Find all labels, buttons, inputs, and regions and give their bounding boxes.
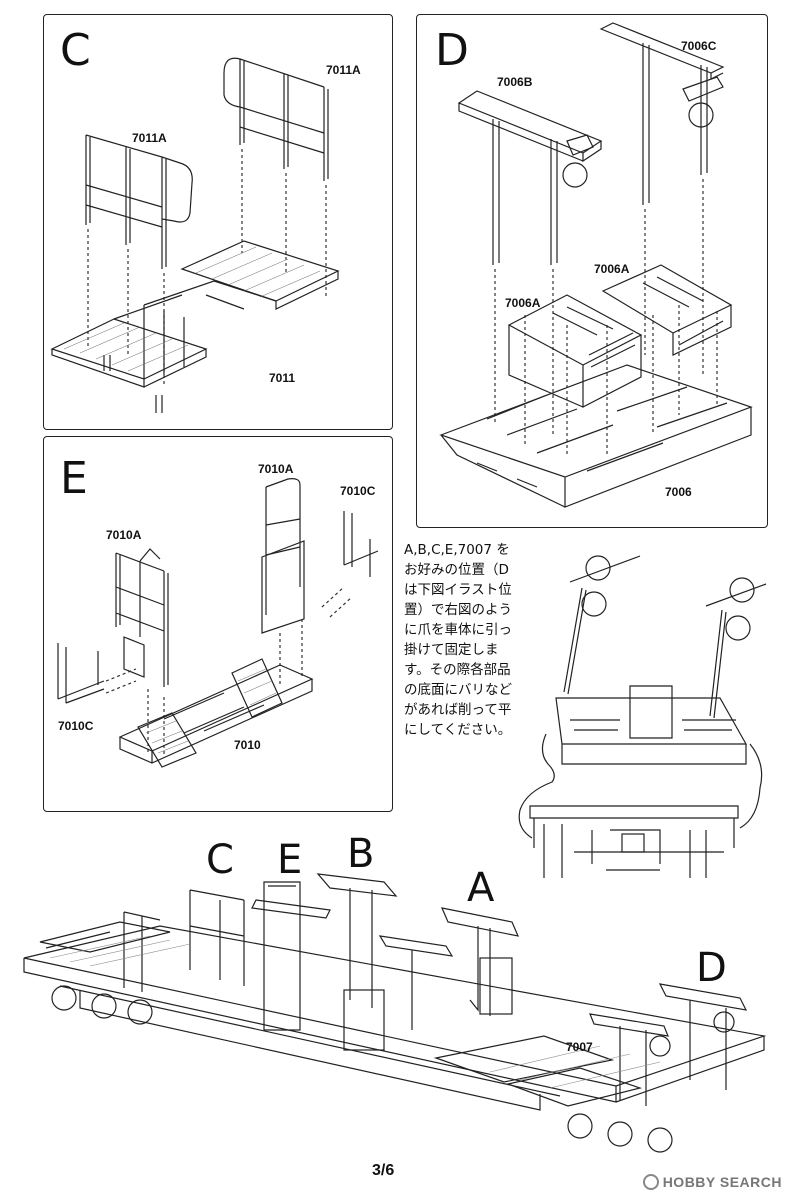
note-line-8: の底面にバリなど — [404, 682, 512, 698]
label-7011a-left: 7011A — [132, 131, 167, 145]
freight-car-drawing — [23, 873, 767, 1153]
assembly-letter-c: C — [206, 837, 234, 883]
railing-7010a-left — [115, 548, 165, 687]
watermark-text: HOBBY SEARCH — [662, 1174, 782, 1190]
base-7010 — [118, 664, 314, 764]
base-7006 — [439, 364, 753, 508]
label-7006b: 7006B — [497, 75, 533, 89]
label-7010c-top: 7010C — [340, 484, 376, 498]
note-line-3: は下図イラスト位 — [404, 582, 512, 598]
note-line-2: お好みの位置（D — [404, 562, 509, 578]
label-7006a-left: 7006A — [505, 296, 541, 310]
page-number: 3/6 — [372, 1162, 395, 1179]
panel-e: E 7010A 7010C — [43, 436, 393, 812]
label-7011: 7011 — [269, 371, 296, 385]
note-line-1: A,B,C,E,7007 を — [404, 542, 510, 558]
bracket-7010c-right — [343, 511, 379, 577]
label-7010a-top: 7010A — [258, 462, 294, 476]
note-line-6: 掛けて固定しま — [404, 642, 499, 658]
note-line-4: 置）で右図のよう — [404, 602, 512, 618]
label-7010c-left: 7010C — [58, 719, 94, 733]
assembly-letter-d: D — [696, 945, 727, 991]
railing-7010a-right — [265, 478, 301, 615]
sign-7006b — [457, 90, 603, 163]
note-line-10: にしてください。 — [404, 722, 512, 738]
block-7006a-right — [601, 264, 733, 356]
panel-e-drawing — [57, 478, 379, 768]
label-7010: 7010 — [234, 738, 261, 752]
note-line-7: す。その際各部品 — [404, 662, 511, 678]
railing-right — [223, 57, 325, 181]
panel-c: C 7011A 7011A 7011 — [43, 14, 393, 430]
watermark: HOBBY SEARCH — [642, 1174, 782, 1190]
label-7006c: 7006C — [681, 39, 717, 53]
panel-d-letter: D — [435, 25, 469, 76]
label-7011a-top: 7011A — [326, 63, 361, 77]
car-deck — [23, 925, 767, 1087]
assembly-note: A,B,C,E,7007 を お好みの位置（D は下図イラスト位 置）で右図のよ… — [404, 540, 544, 740]
panel-c-letter: C — [60, 25, 91, 76]
watermark-logo-icon — [642, 1174, 659, 1190]
label-7007: 7007 — [566, 1040, 593, 1054]
note-line-5: に爪を車体に引っ — [404, 622, 512, 638]
panel-e-letter: E — [60, 453, 88, 504]
attachment-detail-drawing — [518, 555, 767, 878]
panel-c-drawing — [50, 57, 340, 413]
frame-7011 — [50, 318, 208, 388]
assembly-letter-e: E — [277, 837, 303, 883]
label-7006a-right: 7006A — [594, 262, 630, 276]
assembly-letter-a: A — [467, 865, 495, 911]
bracket-7010c-left — [57, 643, 105, 704]
panel-d-drawing — [439, 22, 753, 508]
label-7010a-left: 7010A — [106, 528, 142, 542]
note-line-9: があれば削って平 — [404, 702, 512, 718]
panel-d: D 7006C 7006B 7 — [416, 14, 768, 528]
label-7006: 7006 — [665, 485, 692, 499]
block-7006a-left — [507, 294, 643, 408]
assembly-letter-b: B — [347, 831, 375, 877]
railing-left — [85, 134, 193, 269]
